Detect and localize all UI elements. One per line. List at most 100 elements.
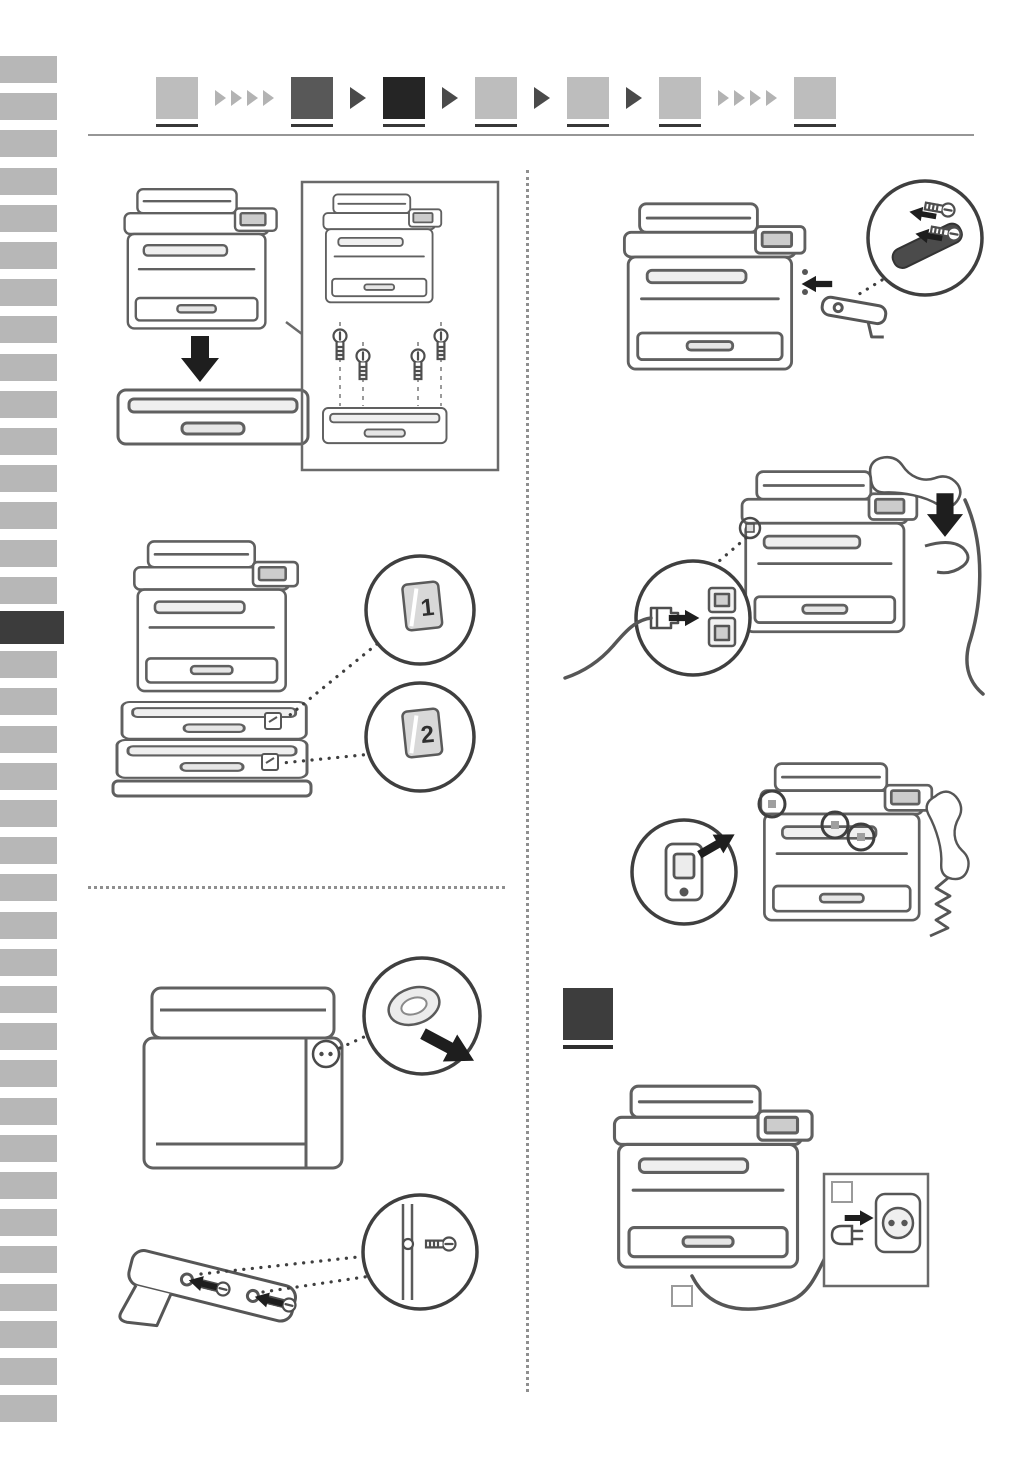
line-cable bbox=[563, 616, 653, 680]
sidebar-tab bbox=[0, 1320, 57, 1348]
screw-icon bbox=[433, 328, 449, 361]
label-square bbox=[671, 1285, 693, 1307]
progress-step-light bbox=[156, 77, 198, 127]
sticker-position-marker bbox=[261, 712, 282, 771]
chevron-icon bbox=[750, 90, 761, 106]
progress-chevrons-icon bbox=[718, 90, 777, 106]
column-divider bbox=[526, 170, 529, 1392]
sidebar-tab bbox=[0, 316, 57, 344]
screw-icon bbox=[355, 348, 371, 381]
screw-icon bbox=[332, 328, 348, 361]
progress-step-light bbox=[794, 77, 836, 127]
leader-dots bbox=[338, 1034, 368, 1050]
sidebar-tab bbox=[0, 1097, 57, 1125]
leader-dots bbox=[709, 536, 748, 570]
sidebar-tab bbox=[0, 1060, 57, 1088]
sidebar-tab bbox=[0, 1172, 57, 1199]
printer-with-two-cassettes bbox=[111, 540, 313, 798]
sidebar-tab bbox=[0, 986, 57, 1013]
sidebar-tab bbox=[0, 279, 57, 307]
chevron-icon bbox=[766, 90, 777, 106]
bracket-screws-callout bbox=[866, 179, 984, 297]
progress-chevrons-icon bbox=[215, 90, 274, 106]
wall-outlet-icon bbox=[874, 1192, 922, 1254]
chevron-icon bbox=[718, 90, 729, 106]
sidebar-tab-active bbox=[0, 611, 64, 644]
figure-handset-and-line-cable bbox=[553, 448, 985, 720]
sidebar-tab bbox=[0, 651, 57, 679]
sidebar-tab bbox=[0, 1358, 57, 1385]
screw-detail-callout bbox=[285, 180, 500, 472]
progress-arrow-icon bbox=[626, 87, 642, 109]
chevron-icon bbox=[215, 90, 226, 106]
mount-hole bbox=[802, 289, 808, 295]
sidebar-tab bbox=[0, 1283, 57, 1311]
figure-cassette-install bbox=[100, 176, 505, 476]
setup-progress-bar bbox=[0, 70, 992, 127]
sidebar-tab bbox=[0, 874, 57, 902]
sticker-2-icon: 2 bbox=[401, 707, 444, 759]
sidebar-tab bbox=[0, 576, 57, 604]
handset-cable bbox=[963, 498, 985, 696]
progress-step-mid bbox=[291, 77, 333, 127]
wall-jack-icon bbox=[664, 842, 704, 902]
progress-step-dark bbox=[383, 77, 425, 127]
sidebar-tab bbox=[0, 93, 57, 121]
sidebar-tab bbox=[0, 725, 57, 753]
label-square bbox=[831, 1181, 853, 1203]
sidebar-tab bbox=[0, 390, 57, 418]
figure-bracket-screws bbox=[105, 1188, 505, 1405]
screw-hole-callout bbox=[361, 1193, 479, 1311]
outlet-callout-box bbox=[822, 1172, 930, 1288]
chevron-icon bbox=[231, 90, 242, 106]
mount-hole bbox=[802, 269, 808, 275]
sidebar-tab bbox=[0, 688, 57, 716]
leader-dots bbox=[854, 278, 884, 298]
down-arrow-icon bbox=[181, 336, 219, 382]
figure-number-stickers: 1 2 bbox=[100, 532, 505, 882]
sidebar-tab bbox=[0, 539, 57, 567]
handset-icon bbox=[921, 787, 981, 884]
sidebar-tab bbox=[0, 56, 57, 83]
chevron-icon bbox=[247, 90, 258, 106]
sidebar-tab bbox=[0, 800, 57, 827]
figure-line-connections bbox=[622, 748, 987, 955]
line-port-marker bbox=[738, 516, 762, 540]
sidebar-tab bbox=[0, 167, 57, 195]
progress-arrow-icon bbox=[442, 87, 458, 109]
sidebar-tab bbox=[0, 1246, 57, 1274]
sticker-1-icon: 1 bbox=[401, 580, 444, 632]
cover-position-marker bbox=[311, 1039, 341, 1069]
sidebar-tab bbox=[0, 242, 57, 269]
sticker-1-label: 1 bbox=[419, 594, 435, 622]
phone-line-callout bbox=[563, 559, 752, 680]
sidebar-tab bbox=[0, 353, 57, 381]
figure-cover-removal bbox=[120, 948, 510, 1198]
sticker-1-callout: 1 bbox=[364, 554, 476, 666]
cover-removal-callout bbox=[362, 956, 482, 1076]
sidebar-tab bbox=[0, 948, 57, 976]
printer-rear bbox=[142, 986, 344, 1170]
paper-cassette-icon bbox=[116, 388, 310, 446]
sidebar-tab bbox=[0, 1134, 57, 1162]
port-callout-rings bbox=[757, 789, 876, 852]
screw-icon bbox=[410, 348, 426, 381]
leader-dots bbox=[199, 1254, 373, 1294]
chevron-icon bbox=[263, 90, 274, 106]
cradle-hook bbox=[924, 541, 970, 575]
leader-dots bbox=[280, 642, 379, 765]
sidebar-tab bbox=[0, 1395, 57, 1423]
sidebar-tab bbox=[0, 1023, 57, 1051]
port-cover-icon bbox=[387, 985, 441, 1027]
progress-arrow-icon bbox=[534, 87, 550, 109]
sidebar-tab bbox=[0, 1209, 57, 1237]
sidebar-tab bbox=[0, 204, 57, 232]
sticker-2-label: 2 bbox=[419, 721, 435, 749]
sidebar-tab bbox=[0, 465, 57, 493]
sidebar-tab bbox=[0, 762, 57, 790]
header-rule bbox=[88, 134, 974, 136]
sidebar-tab bbox=[0, 911, 57, 939]
coiled-cable bbox=[929, 876, 952, 938]
progress-step-light bbox=[475, 77, 517, 127]
